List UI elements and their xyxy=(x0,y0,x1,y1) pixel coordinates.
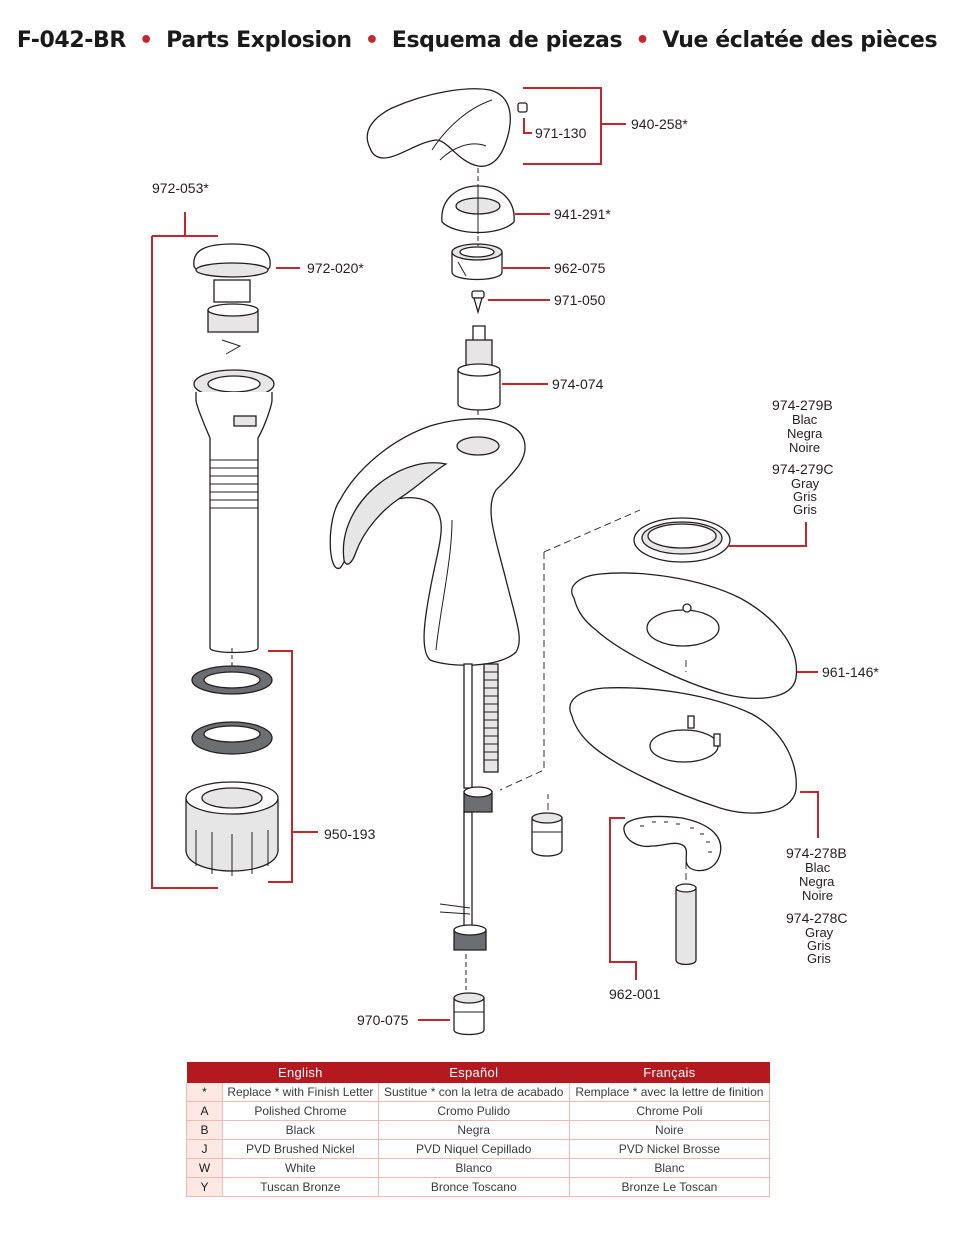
table-row: A Polished Chrome Cromo Pulido Chrome Po… xyxy=(186,1101,771,1121)
part-label: Blac xyxy=(792,412,818,427)
part-label: Blac xyxy=(805,860,831,875)
table-header-french: Français xyxy=(569,1062,770,1083)
part-label: 974-279B xyxy=(772,397,833,413)
callout-line xyxy=(523,118,532,134)
page-title: F-042-BR • Parts Explosion • Esquema de … xyxy=(0,28,954,53)
table-header-english: English xyxy=(222,1062,379,1083)
table-row: W White Blanco Blanc xyxy=(186,1158,771,1178)
finish-french: Bronze Le Toscan xyxy=(569,1177,771,1197)
part-label: 970-075 xyxy=(357,1012,409,1028)
part-label: Noire xyxy=(789,440,820,455)
part-label: Gray xyxy=(805,925,834,940)
part-label: Noire xyxy=(802,888,833,903)
part-label: 941-291* xyxy=(554,206,611,222)
escutcheon-part xyxy=(571,572,798,699)
part-label: 974-278B xyxy=(786,845,847,861)
bracket-line xyxy=(609,817,637,980)
title-spanish: Esquema de piezas xyxy=(391,28,623,53)
table-header-spanish: Español xyxy=(378,1062,570,1083)
bracket-line xyxy=(268,650,318,883)
part-label: 962-075 xyxy=(554,260,606,276)
part-label: 950-193 xyxy=(324,826,376,842)
callout-line xyxy=(800,791,819,838)
mounting-nut-part xyxy=(531,812,563,857)
title-french: Vue éclatée des pièces xyxy=(662,28,938,53)
deckplate-part xyxy=(569,687,797,814)
finish-french: PVD Nickel Brosse xyxy=(569,1139,771,1159)
bracket-line xyxy=(523,87,602,165)
finish-code: B xyxy=(186,1120,223,1140)
finish-code: Y xyxy=(186,1177,223,1197)
supply-adapter-part xyxy=(453,992,485,1036)
finish-english: White xyxy=(222,1158,379,1178)
title-separator: • xyxy=(364,28,379,53)
drain-assembly-part xyxy=(185,243,279,876)
finish-english: Polished Chrome xyxy=(222,1101,379,1121)
title-english: Parts Explosion xyxy=(166,28,352,53)
finish-code: A xyxy=(186,1101,223,1121)
title-separator: • xyxy=(635,28,650,53)
part-label: 972-020* xyxy=(307,260,364,276)
finish-spanish: PVD Niquel Cepillado xyxy=(378,1139,570,1159)
handle-screw-shape xyxy=(517,102,528,113)
table-row: B Black Negra Noire xyxy=(186,1120,771,1140)
part-label: Gray xyxy=(791,476,820,491)
table-header-code xyxy=(186,1062,223,1083)
finish-spanish: Bronce Toscano xyxy=(378,1177,570,1197)
finish-table: English Español Français * Replace * wit… xyxy=(186,1062,771,1197)
finish-french: Blanc xyxy=(569,1158,771,1178)
part-label: 974-279C xyxy=(772,461,834,477)
finish-french: Remplace * avec la lettre de finition xyxy=(569,1083,771,1102)
finish-spanish: Blanco xyxy=(378,1158,570,1178)
part-label: Gris xyxy=(807,938,831,953)
handle-part xyxy=(366,88,528,167)
callout-line xyxy=(728,522,807,547)
part-label: 971-130 xyxy=(535,125,587,141)
finish-spanish: Negra xyxy=(378,1120,570,1140)
finish-english: Replace * with Finish Letter xyxy=(222,1083,379,1102)
table-row: * Replace * with Finish Letter Sustitue … xyxy=(186,1083,771,1102)
parts-explosion-diagram: 971-130 940-258* 941-291* 962-075 971-05… xyxy=(151,87,879,1036)
part-label: 974-074 xyxy=(552,376,604,392)
cap-part xyxy=(441,185,515,234)
cartridge-part xyxy=(457,325,501,411)
bracket-line xyxy=(151,212,218,889)
part-label: 962-001 xyxy=(609,986,661,1002)
finish-code: J xyxy=(186,1139,223,1159)
table-row: J PVD Brushed Nickel PVD Niquel Cepillad… xyxy=(186,1139,771,1159)
assembly-line xyxy=(543,509,641,553)
finish-code: W xyxy=(186,1158,223,1178)
part-label: 961-146* xyxy=(822,664,879,680)
model-number: F-042-BR xyxy=(16,28,126,53)
set-screw-part xyxy=(471,290,485,315)
deck-gasket-part xyxy=(633,517,731,563)
assembly-line xyxy=(499,552,545,791)
faucet-body-part xyxy=(329,418,526,951)
part-label: Negra xyxy=(799,874,835,889)
bonnet-nut-part xyxy=(451,243,503,281)
finish-english: Tuscan Bronze xyxy=(222,1177,379,1197)
finish-spanish: Cromo Pulido xyxy=(378,1101,570,1121)
part-label: Gris xyxy=(793,489,817,504)
part-label: 974-278C xyxy=(786,910,848,926)
finish-english: Black xyxy=(222,1120,379,1140)
finish-english: PVD Brushed Nickel xyxy=(222,1139,379,1159)
part-label: 972-053* xyxy=(152,180,209,196)
finish-french: Chrome Poli xyxy=(569,1101,771,1121)
part-label: Gris xyxy=(793,502,817,517)
title-separator: • xyxy=(139,28,153,53)
finish-spanish: Sustitue * con la letra de acabado xyxy=(378,1083,570,1102)
mounting-hardware-part xyxy=(623,815,722,966)
part-label: Gris xyxy=(807,951,831,966)
finish-french: Noire xyxy=(569,1120,771,1140)
part-label: 940-258* xyxy=(631,116,688,132)
part-label: 971-050 xyxy=(554,292,606,308)
finish-code: * xyxy=(186,1083,223,1102)
table-row: Y Tuscan Bronze Bronce Toscano Bronze Le… xyxy=(186,1177,771,1197)
part-label: Negra xyxy=(787,426,823,441)
